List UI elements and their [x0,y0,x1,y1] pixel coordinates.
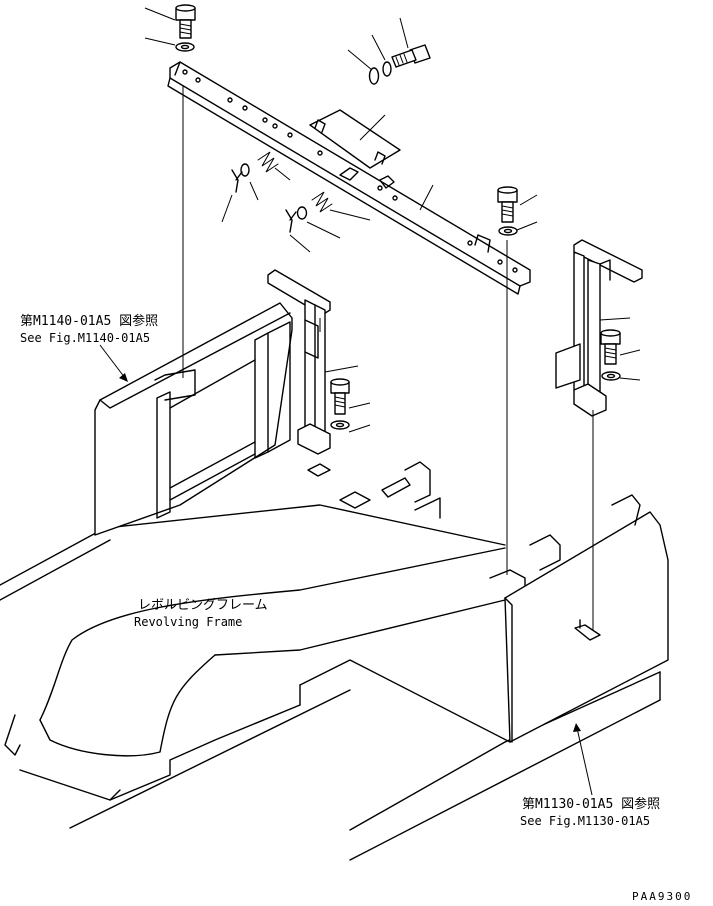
stay-bar-leader [419,184,434,211]
ref-arrow-right [573,723,593,796]
drawing-code-label: PAA9300 [632,890,692,903]
stay-bar [167,61,531,295]
ref-right-en-label: See Fig.M1130-01A5 [520,814,650,828]
frame-jp-label: レボルビングフレーム [138,598,268,613]
frame-en-label: Revolving Frame [134,615,242,629]
bracket-leader [359,114,386,141]
bolt-right-side [600,329,641,381]
ref-arrow-left [99,344,128,382]
support-stay-right [555,239,643,417]
ref-left-en-label: See Fig.M1140-01A5 [20,331,150,345]
bolt-top-left [144,4,196,52]
spring-set-upper [221,151,291,223]
ref-right-jp-label: 第M1130-01A5 図参照 [522,796,660,812]
bolt-right-middle [497,186,538,236]
left-cover-panel [94,302,293,536]
spring-set-lower [285,191,371,253]
revolving-frame [0,461,661,861]
ref-left-jp-label: 第M1140-01A5 図参照 [20,313,158,329]
right-cover-panel [504,494,669,743]
center-bracket [309,109,401,189]
bolt-top-right [347,17,431,85]
bolt-left-middle [330,378,371,433]
assembly-lines [182,85,594,630]
support-stay-left [267,269,359,477]
